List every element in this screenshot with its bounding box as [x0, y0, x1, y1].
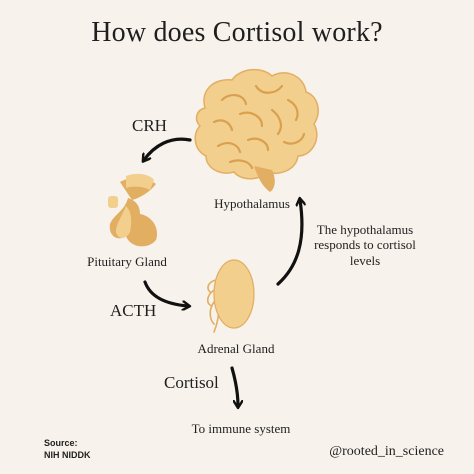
adrenal-label: Adrenal Gland [197, 341, 275, 356]
source-value: NIH NIDDK [44, 449, 91, 460]
cortisol-arrow [230, 366, 238, 406]
adrenal-gland-icon [206, 259, 255, 333]
source-block: Source: NIH NIDDK [44, 438, 91, 461]
author-handle: @rooted_in_science [329, 444, 444, 459]
crh-arrow [144, 137, 192, 160]
feedback-arrow [276, 200, 302, 286]
acth-label: ACTH [110, 301, 157, 320]
brain-icon [194, 68, 319, 192]
cortisol-label: Cortisol [164, 373, 219, 392]
source-label: Source: [44, 438, 78, 448]
acth-arrow [143, 280, 188, 306]
feedback-note: The hypothalamus responds to cortisol le… [314, 222, 416, 268]
pituitary-gland-icon [108, 173, 158, 247]
pituitary-label: Pituitary Gland [87, 254, 167, 269]
page-title: How does Cortisol work? [91, 17, 383, 48]
hypothalamus-label: Hypothalamus [214, 196, 290, 211]
target-label: To immune system [191, 421, 291, 436]
crh-label: CRH [132, 116, 167, 135]
